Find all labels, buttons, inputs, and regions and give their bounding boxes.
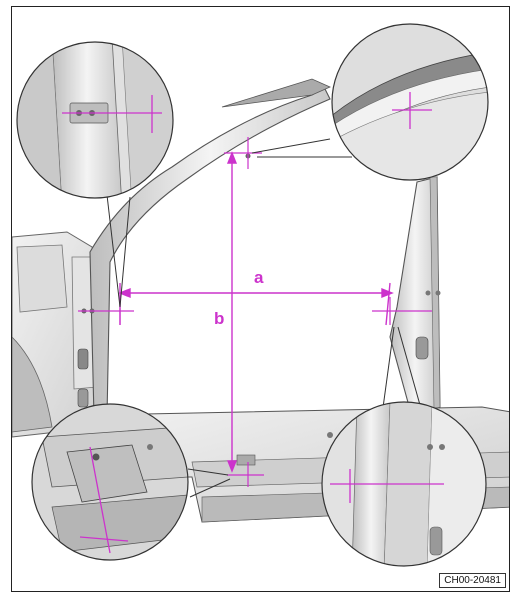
dimension-label-b: b (214, 309, 225, 328)
dimension-label-a: a (254, 268, 264, 287)
detail-callout-roof-rail (331, 23, 489, 181)
detail-callout-b-pillar-lower (321, 401, 487, 567)
detail-callout-sill-front (31, 403, 189, 561)
figure-code-label: CH00-20481 (439, 573, 506, 588)
callout-leaders (106, 138, 421, 498)
diagram-frame: a b CH00-20481 (11, 6, 510, 592)
dimension-line-a (118, 282, 394, 326)
dimension-line-b (226, 151, 238, 473)
vehicle-body-illustration (12, 23, 509, 567)
measuring-point-crosses (78, 137, 432, 487)
